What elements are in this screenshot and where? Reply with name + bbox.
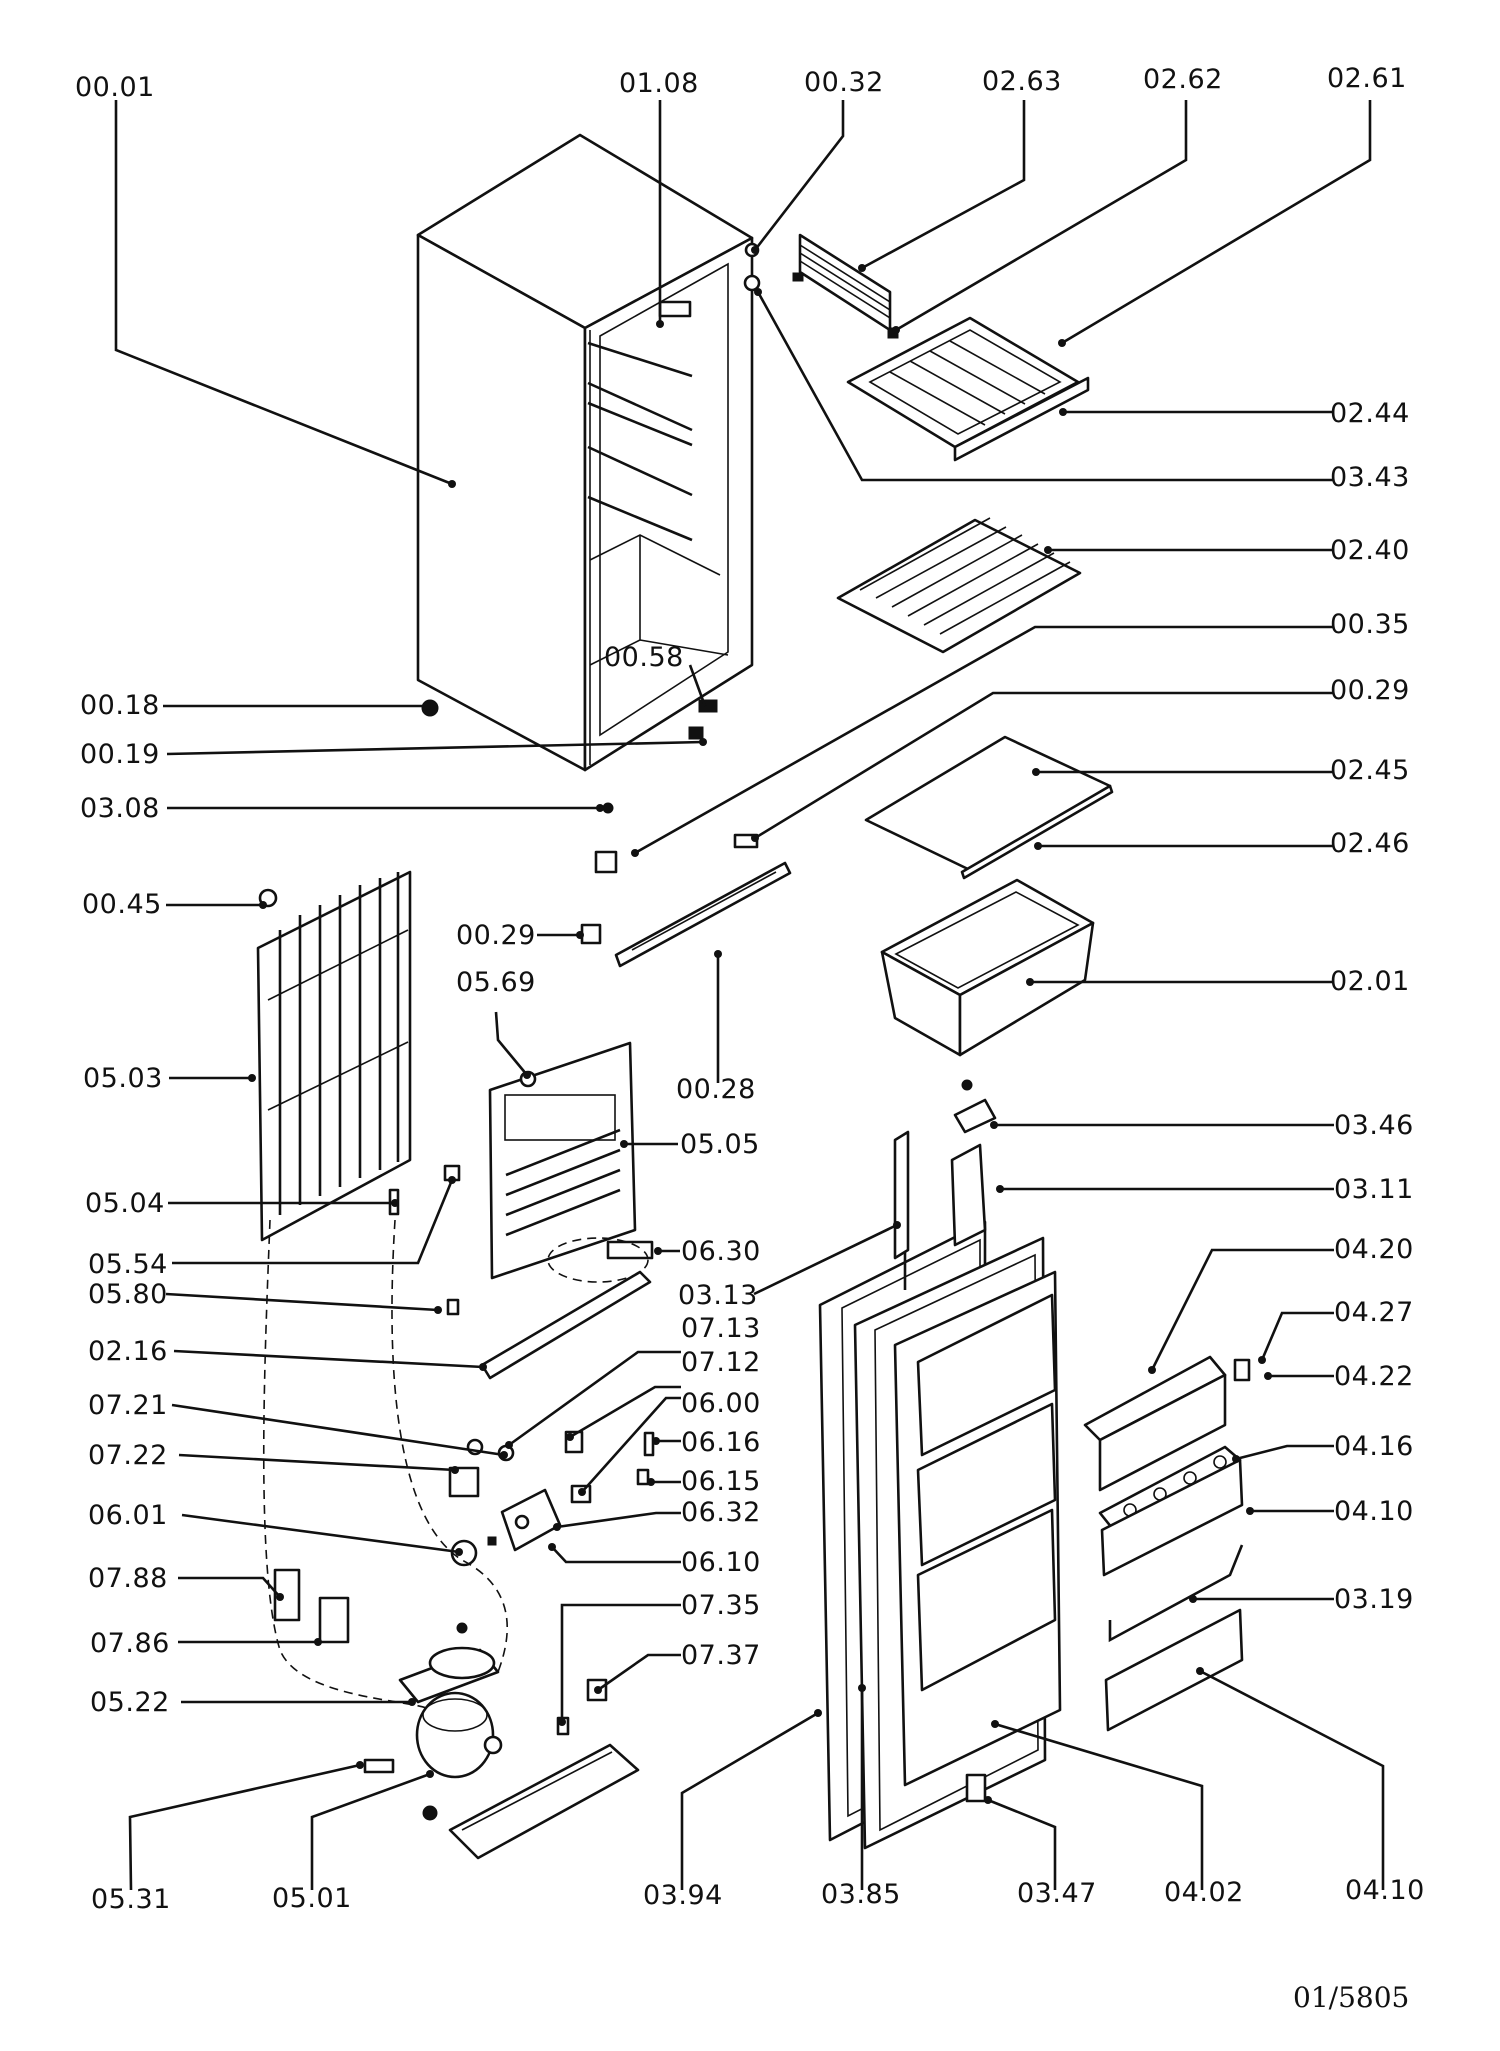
crisper-drawer [880,878,1095,1057]
leader-dots [248,246,1272,1804]
evaporator-plate [488,1041,637,1280]
label-04-22: 04.22 [1334,1361,1414,1392]
label-05-22: 05.22 [90,1687,170,1718]
label-07-12: 07.12 [681,1347,761,1378]
label-05-80: 05.80 [88,1279,168,1310]
label-07-88: 07.88 [88,1563,168,1594]
label-07-35: 07.35 [681,1590,761,1621]
label-02-46: 02.46 [1330,828,1410,859]
label-02-44: 02.44 [1330,398,1410,429]
label-07-13: 07.13 [681,1313,761,1344]
label-02-16: 02.16 [88,1336,168,1367]
label-05-03: 05.03 [83,1063,163,1094]
label-02-63: 02.63 [982,66,1062,97]
label-06-32: 06.32 [681,1497,761,1528]
label-00-35: 00.35 [1330,609,1410,640]
rear-grille [792,233,899,339]
label-02-62: 02.62 [1143,64,1223,95]
label-03-19: 03.19 [1334,1584,1414,1615]
label-03-46: 03.46 [1334,1110,1414,1141]
label-07-21: 07.21 [88,1390,168,1421]
label-00-29-lower: 00.29 [456,920,536,951]
label-04-02: 04.02 [1164,1877,1244,1908]
condenser-coil [256,870,461,1242]
label-06-15: 06.15 [681,1466,761,1497]
label-00-19: 00.19 [80,739,160,770]
label-03-08: 03.08 [80,793,160,824]
shelf-trim-strip [960,784,1114,880]
label-06-10: 06.10 [681,1547,761,1578]
label-05-31: 05.31 [91,1884,171,1915]
label-02-01: 02.01 [1330,966,1410,997]
label-04-27: 04.27 [1334,1297,1414,1328]
label-03-47: 03.47 [1017,1878,1097,1909]
door-assembly [818,1079,1062,1850]
label-02-61: 02.61 [1327,63,1407,94]
cabinet-body [416,133,754,772]
label-04-10-lower: 04.10 [1345,1875,1425,1906]
bottle-retainer [1108,1544,1244,1643]
label-07-86: 07.86 [90,1628,170,1659]
label-03-85: 03.85 [821,1879,901,1910]
thermostat-housing [500,1488,562,1552]
label-00-45: 00.45 [82,889,162,920]
label-06-30: 06.30 [681,1236,761,1267]
label-05-69: 05.69 [456,967,536,998]
drain-channel [480,1270,652,1380]
leader-lines [114,100,1385,1891]
label-02-40: 02.40 [1330,535,1410,566]
label-05-05: 05.05 [680,1129,760,1160]
label-00-58: 00.58 [604,642,684,673]
label-03-94: 03.94 [643,1880,723,1911]
label-07-22: 07.22 [88,1440,168,1471]
label-03-13: 03.13 [678,1280,758,1311]
label-00-29-upper: 00.29 [1330,675,1410,706]
compressor [415,1691,495,1779]
document-reference: 01/5805 [1293,1981,1409,2014]
parts-artwork [256,133,1251,1860]
label-01-08: 01.08 [619,68,699,99]
door-bin-upper [1100,1458,1244,1577]
label-03-11: 03.11 [1334,1174,1414,1205]
label-06-16: 06.16 [681,1427,761,1458]
label-05-04: 05.04 [85,1188,165,1219]
glass-shelf [864,735,1112,872]
label-06-00: 06.00 [681,1388,761,1419]
label-00-32: 00.32 [804,67,884,98]
label-04-10-upper: 04.10 [1334,1496,1414,1527]
label-00-28: 00.28 [676,1074,756,1105]
door-bin-lower [1104,1608,1244,1732]
label-04-20: 04.20 [1334,1234,1414,1265]
label-06-01: 06.01 [88,1500,168,1531]
label-02-45: 02.45 [1330,755,1410,786]
label-00-18: 00.18 [80,690,160,721]
label-00-01: 00.01 [75,72,155,103]
freezer-shelf-tray [846,316,1090,462]
label-05-54: 05.54 [88,1249,168,1280]
label-03-43: 03.43 [1330,462,1410,493]
label-07-37: 07.37 [681,1640,761,1671]
label-04-16: 04.16 [1334,1431,1414,1462]
wire-shelf [836,517,1082,654]
part-labels: 00.01 01.08 00.32 02.63 02.62 02.61 02.4… [75,63,1425,1915]
compressor-base-plate [448,1743,640,1860]
label-05-01: 05.01 [272,1883,352,1914]
